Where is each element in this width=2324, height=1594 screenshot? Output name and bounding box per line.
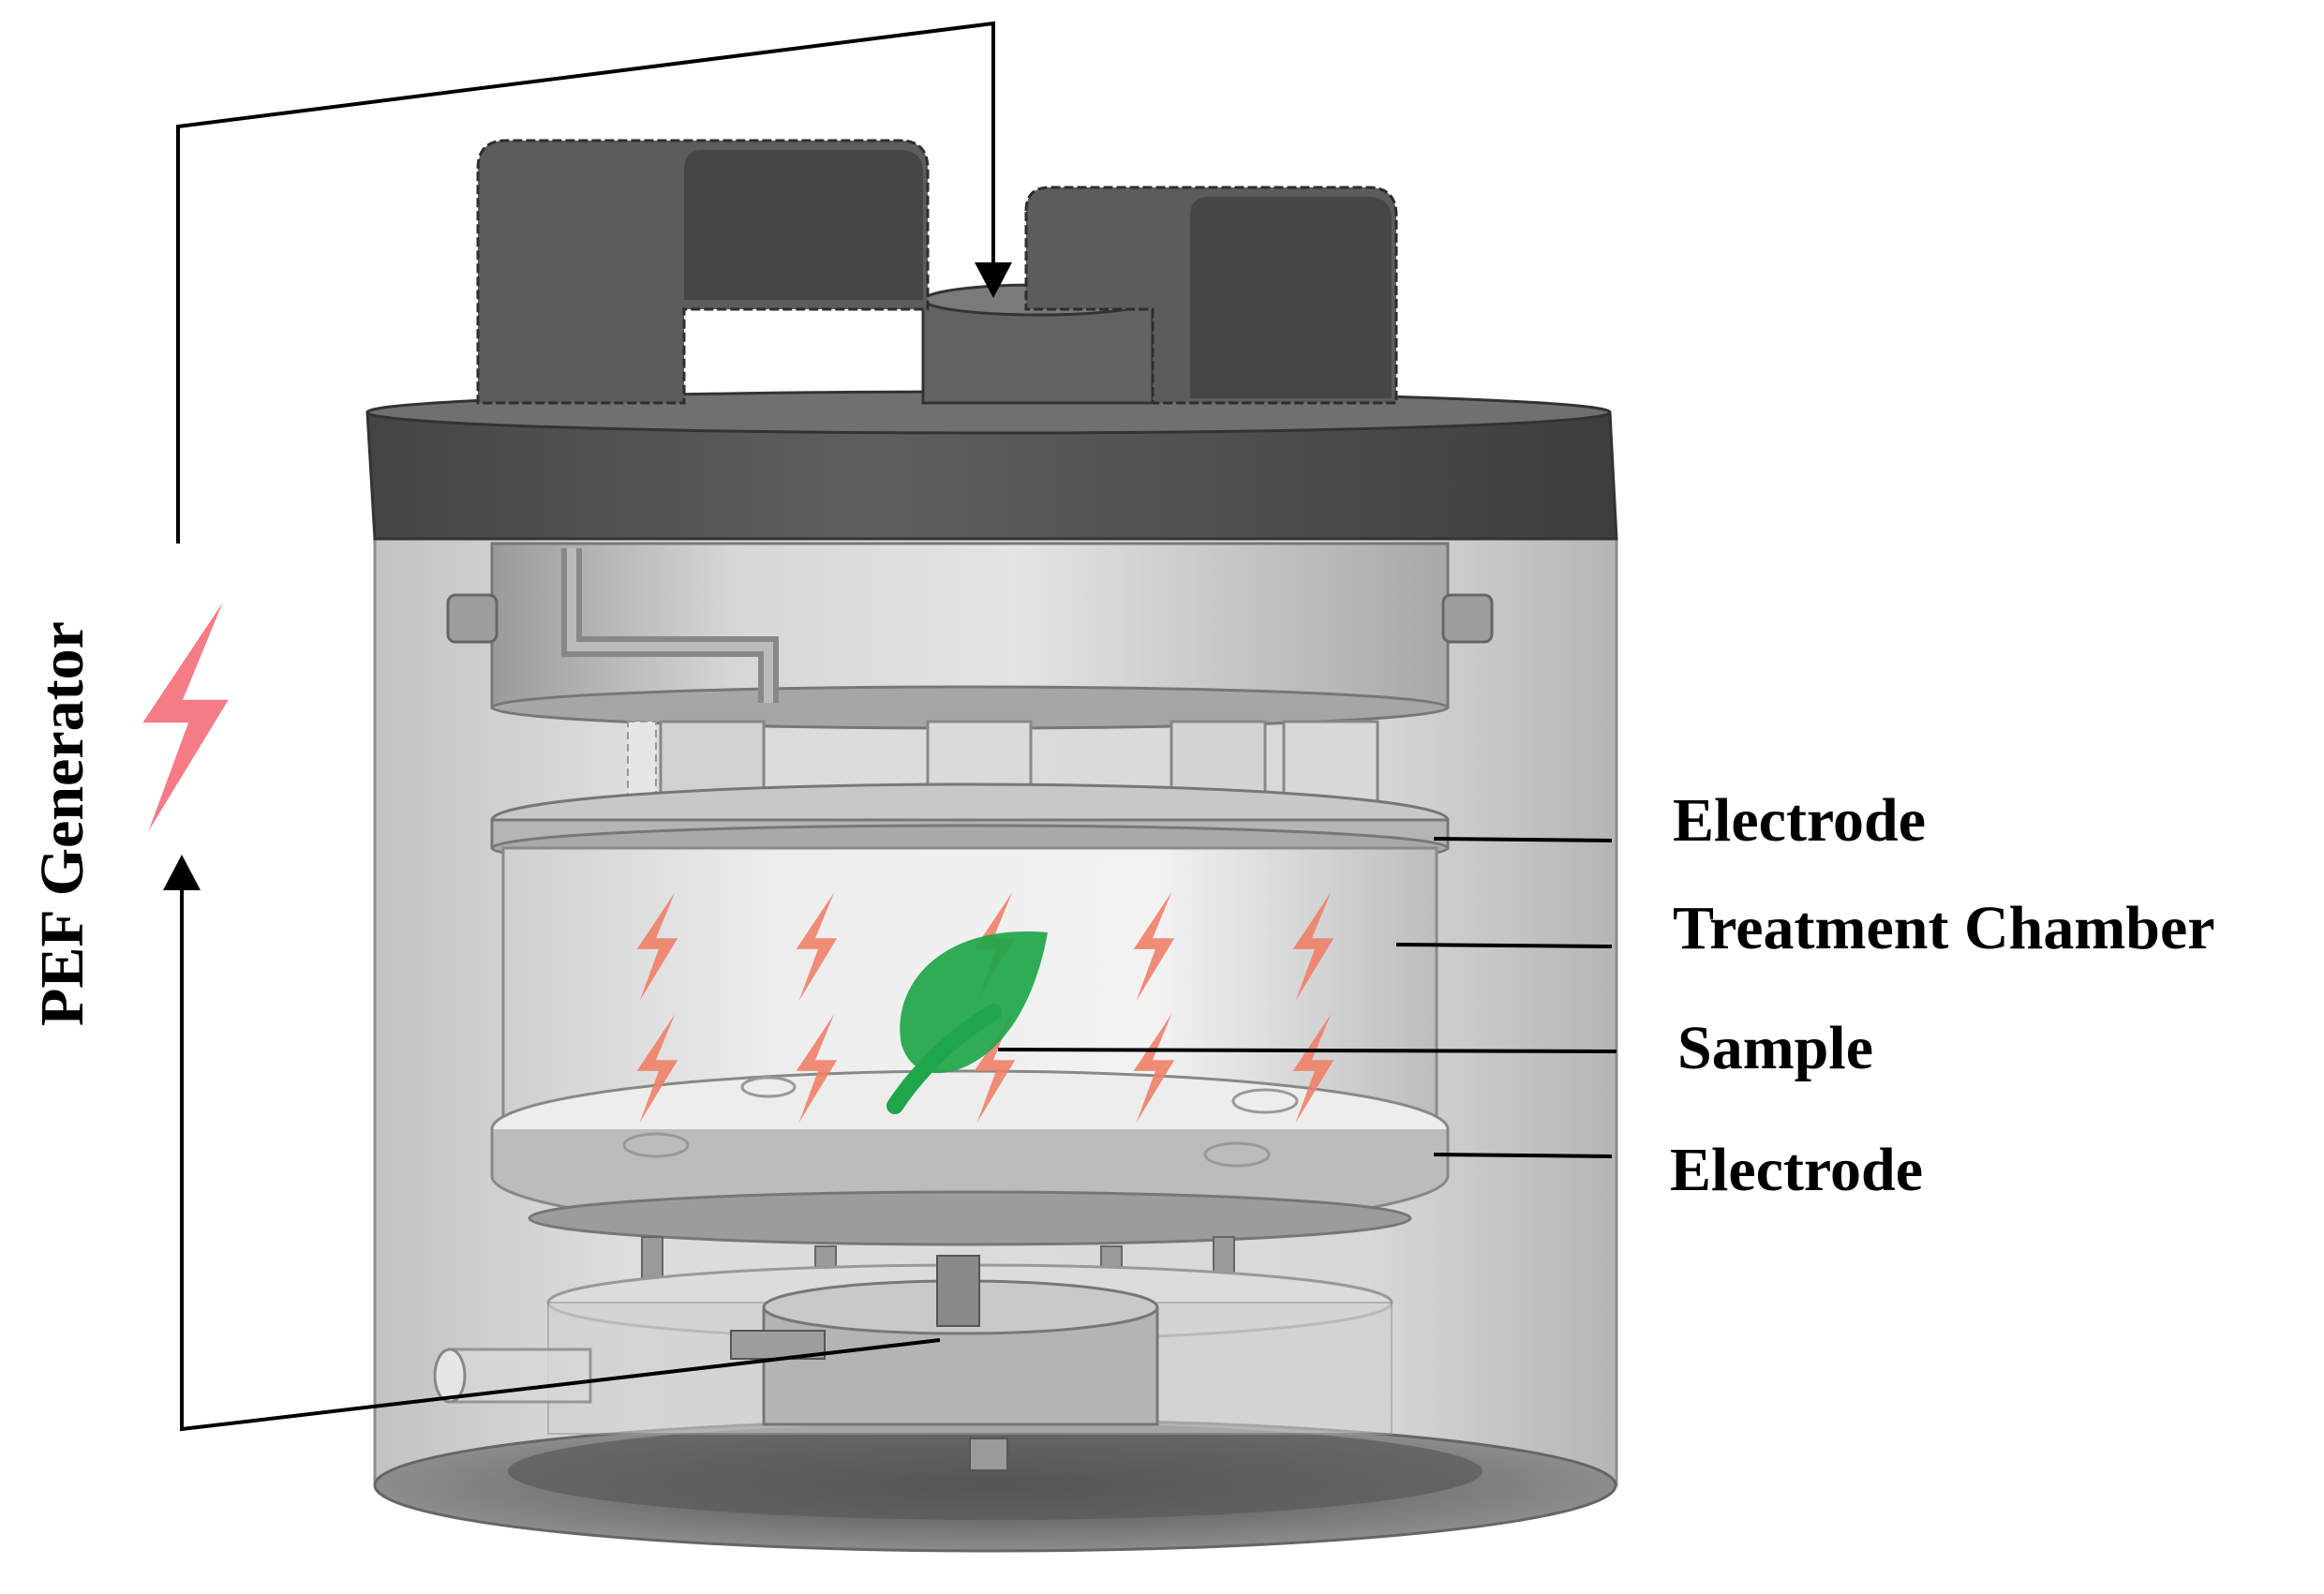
label-sample: Sample (1677, 1014, 1873, 1082)
leader-treatment-chamber (1395, 943, 1613, 948)
label-electrode-bottom: Electrode (1670, 1136, 1923, 1204)
upper-flange (490, 542, 1450, 709)
field-bolt-icon-1-0 (636, 1014, 678, 1123)
field-bolt-icon-0-3 (1133, 892, 1175, 1001)
top-wire (176, 21, 995, 544)
bottom-wire (180, 881, 941, 1432)
label-electrode-top: Electrode (1673, 786, 1926, 855)
label-treatment-chamber: Treatment Chamber (1673, 894, 2215, 962)
circuit-wires (163, 21, 1012, 1432)
bottom-wire-arrow (163, 855, 201, 890)
leader-electrode-top (1433, 837, 1613, 842)
top-wire-arrow (975, 262, 1012, 298)
field-bolt-icon-0-1 (796, 892, 838, 1001)
generator-label: PEF Generator (28, 621, 97, 1026)
field-bolt-icon-0-0 (636, 892, 678, 1001)
chamber-apparatus (365, 139, 1618, 1553)
field-bolt-icon-1-2 (974, 1014, 1016, 1123)
field-bolt-icon-1-1 (796, 1014, 838, 1123)
leaf-icon (886, 931, 1048, 1114)
field-bolt-icon-0-4 (1292, 892, 1334, 1001)
generator-bolt-icon (142, 603, 229, 831)
field-bolt-icon-1-3 (1133, 1014, 1175, 1123)
leader-sample (997, 1048, 1617, 1053)
field-bolt-icon-1-4 (1292, 1014, 1334, 1123)
leader-electrode-bottom (1433, 1153, 1613, 1158)
leader-lines (997, 837, 1617, 1158)
